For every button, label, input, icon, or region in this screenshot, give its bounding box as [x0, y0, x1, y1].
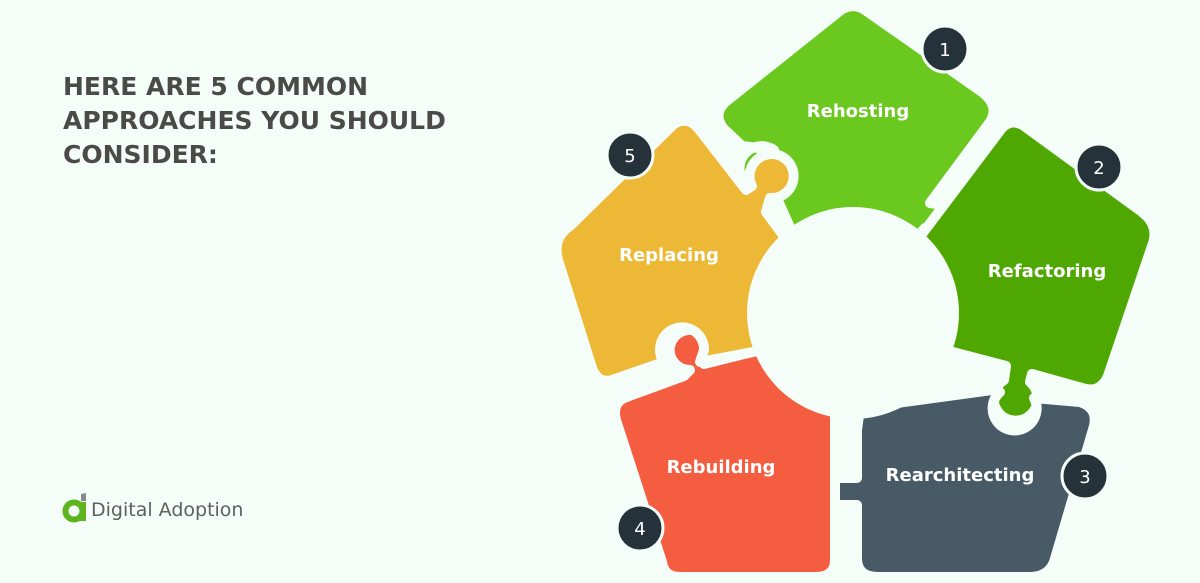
- badge-number-3: 3: [1079, 467, 1090, 488]
- badge-4: 4: [615, 503, 665, 553]
- badge-3: 3: [1060, 451, 1110, 501]
- digital-adoption-logo: Digital Adoption: [62, 493, 243, 523]
- label-rearchitecting: Rearchitecting: [886, 465, 1035, 486]
- label-replacing: Replacing: [619, 245, 719, 266]
- page-headline: HERE ARE 5 COMMON APPROACHES YOU SHOULD …: [63, 70, 503, 172]
- badge-5: 5: [605, 130, 655, 180]
- badge-number-5: 5: [624, 146, 635, 167]
- badge-number-2: 2: [1093, 158, 1104, 179]
- badge-2: 2: [1074, 142, 1124, 192]
- label-rehosting: Rehosting: [807, 101, 909, 122]
- label-rebuilding: Rebuilding: [667, 457, 776, 478]
- headline-line-3: CONSIDER:: [63, 140, 218, 169]
- headline-line-1: HERE ARE 5 COMMON: [63, 72, 369, 101]
- badge-number-1: 1: [939, 40, 950, 61]
- label-refactoring: Refactoring: [988, 261, 1106, 282]
- piece-replacing: [551, 115, 805, 386]
- badge-number-4: 4: [634, 519, 645, 540]
- headline-line-2: APPROACHES YOU SHOULD: [63, 106, 446, 135]
- digital-adoption-a-icon: [62, 493, 86, 523]
- logo-text: Digital Adoption: [91, 499, 244, 521]
- badge-1: 1: [920, 24, 970, 74]
